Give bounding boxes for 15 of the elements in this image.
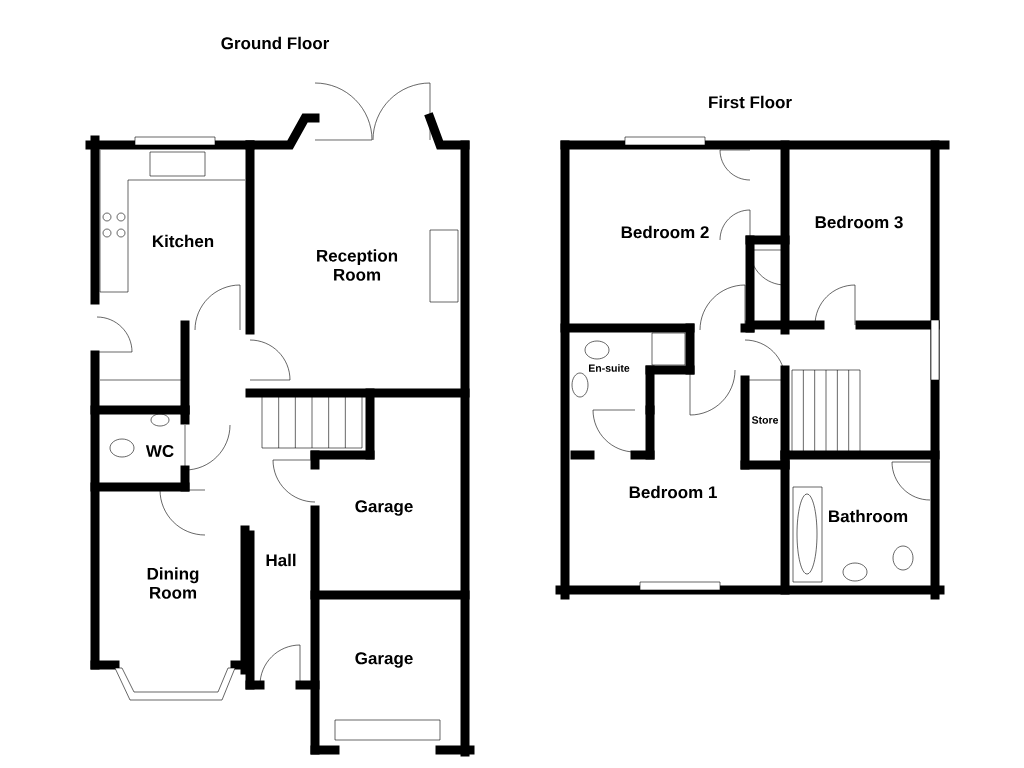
floor-heading: First Floor xyxy=(709,95,792,109)
room-label: Reception Room xyxy=(317,249,398,281)
room-label: Bedroom 2 xyxy=(621,225,709,239)
room-label: WC xyxy=(145,445,174,458)
room-label: Garage xyxy=(355,500,413,516)
room-label: Kitchen xyxy=(153,234,214,248)
room-label: Bedroom 3 xyxy=(815,215,903,229)
room-label: En-suite xyxy=(589,364,630,372)
room-label: Bedroom 1 xyxy=(629,485,717,499)
floor-heading: Ground Floor xyxy=(221,36,330,50)
room-label: Garage xyxy=(355,652,413,668)
room-label: Dining Room xyxy=(147,567,199,599)
room-label: Hall xyxy=(266,553,296,567)
room-label: Bathroom xyxy=(829,509,908,523)
room-label: Store xyxy=(751,416,779,424)
